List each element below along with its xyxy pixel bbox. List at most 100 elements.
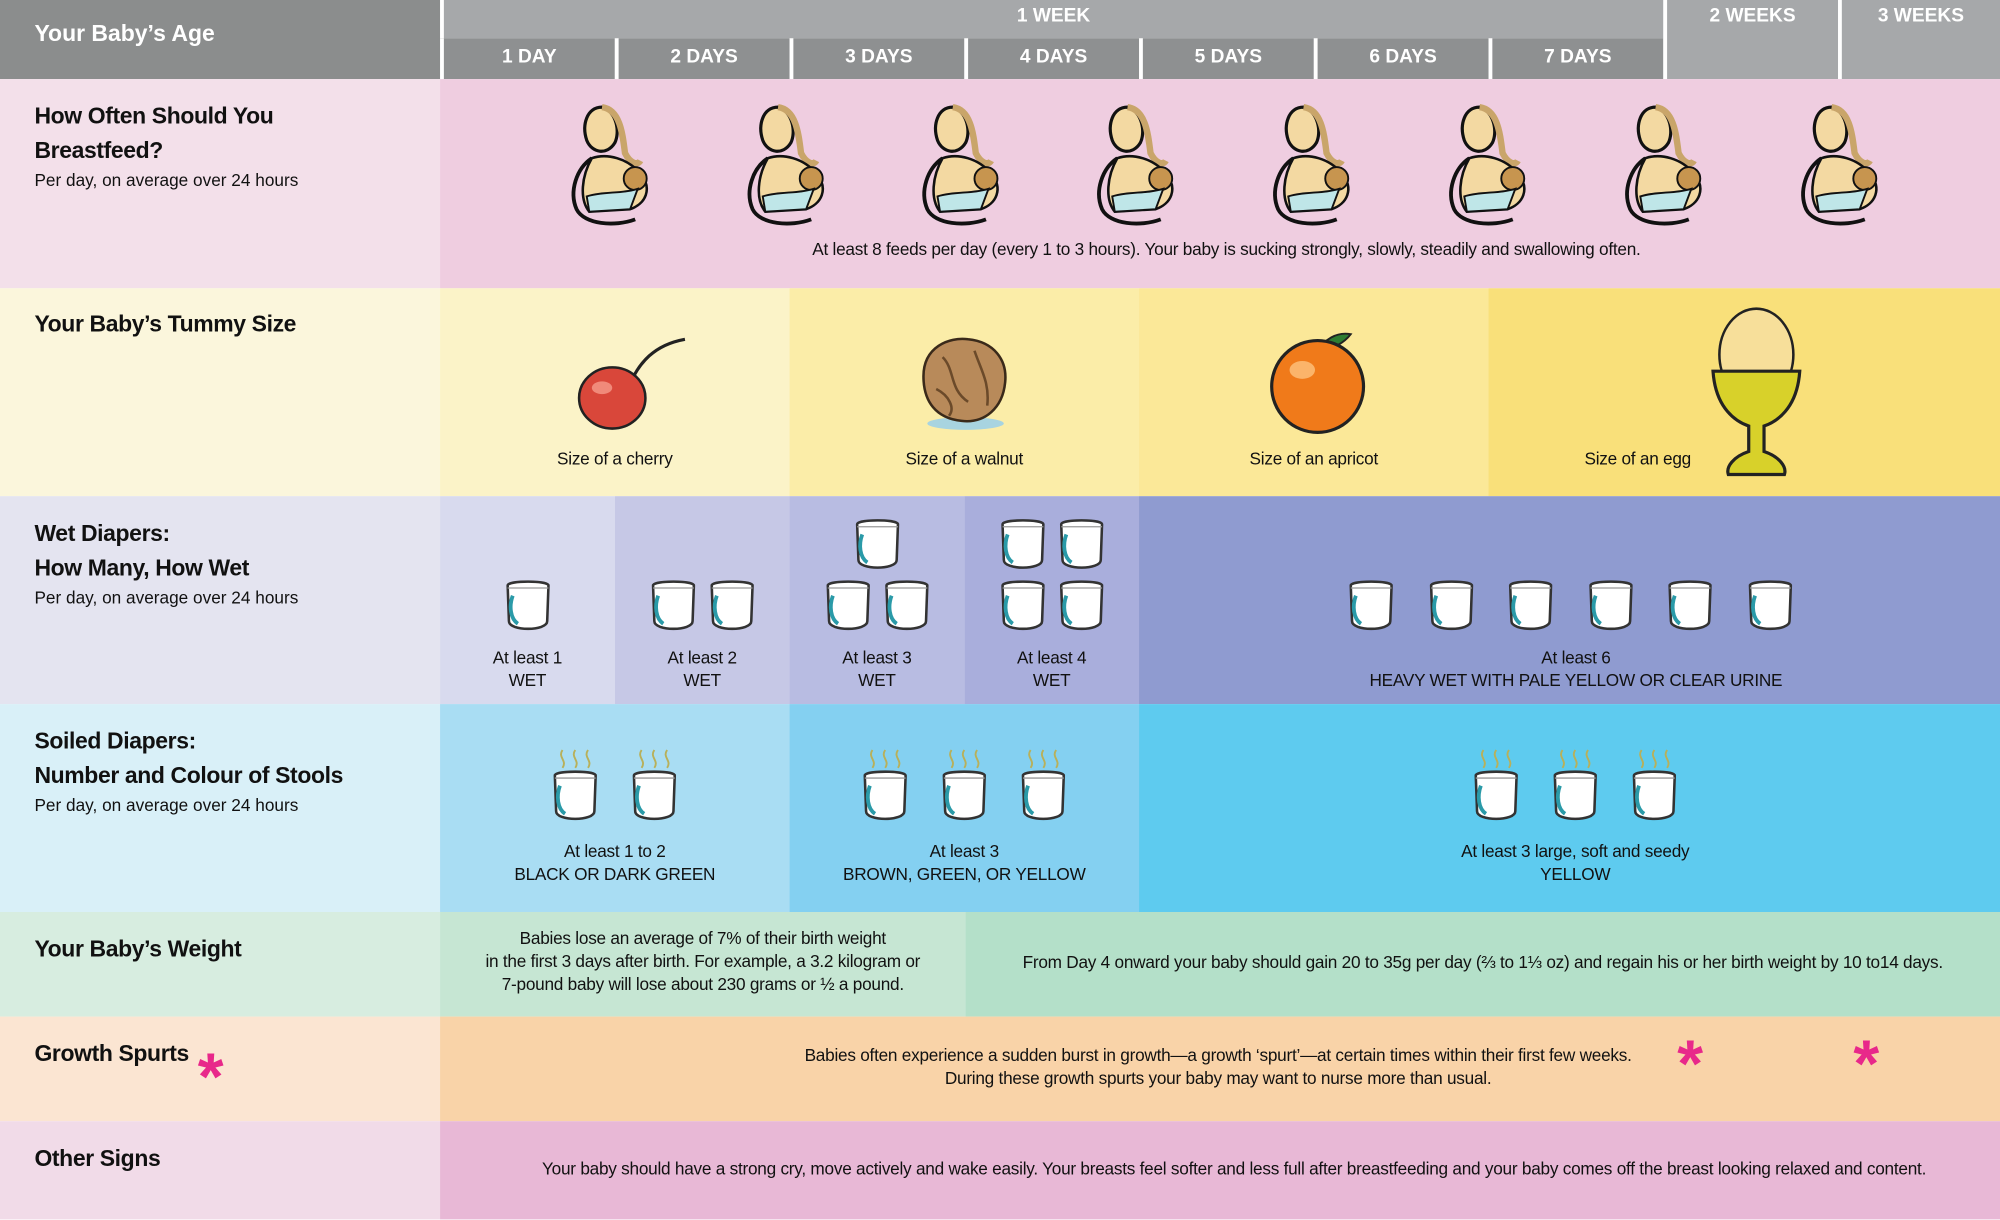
week3-header: 3 WEEKS bbox=[1838, 0, 2000, 80]
weight-title: Your Baby’s Weight bbox=[34, 936, 242, 962]
soiled-count-label: At least 3 large, soft and seedy bbox=[1461, 841, 1690, 861]
wet-row-label: Wet Diapers: How Many, How Wet Per day, … bbox=[0, 496, 441, 705]
growth-text: During these growth spurts your baby may… bbox=[944, 1068, 1492, 1089]
tummy-caption: Size of a cherry bbox=[557, 448, 673, 469]
tummy-walnut-cell: Size of a walnut bbox=[789, 288, 1140, 497]
asterisk-icon: * bbox=[1853, 1028, 1880, 1103]
wet-diaper-icon bbox=[1665, 575, 1716, 640]
tummy-caption: Size of a walnut bbox=[905, 448, 1024, 469]
breastfeed-row-content: At least 8 feeds per day (every 1 to 3 h… bbox=[440, 79, 2000, 289]
breastfeed-subtitle: Per day, on average over 24 hours bbox=[34, 170, 299, 191]
soiled-count-label: At least 1 to 2 bbox=[564, 841, 666, 861]
wet-subtitle: Per day, on average over 24 hours bbox=[34, 588, 299, 608]
soiled-title-2: Number and Colour of Stools bbox=[34, 762, 343, 789]
age-header-cell: Your Baby’s Age bbox=[0, 0, 441, 80]
weight-early-text: in the first 3 days after birth. For exa… bbox=[485, 951, 921, 971]
wet-description-label: WET bbox=[858, 670, 896, 691]
wet-diaper-icon bbox=[1585, 575, 1636, 640]
wet-diaper-icon bbox=[1744, 575, 1795, 640]
soiled-diaper-icon bbox=[629, 747, 680, 830]
growth-content: Babies often experience a sudden burst i… bbox=[440, 1016, 2000, 1122]
cherry-icon bbox=[577, 337, 686, 430]
weight-later-cell: From Day 4 onward your baby should gain … bbox=[965, 911, 2000, 1017]
wet-diaper-icon bbox=[502, 575, 553, 640]
wet-diaper-icon bbox=[647, 575, 698, 640]
growth-title: Growth Spurts bbox=[34, 1040, 189, 1067]
wet-diaper-icon bbox=[881, 575, 932, 640]
day-header: 3 DAYS bbox=[789, 38, 965, 80]
breastfeeding-mother-icon bbox=[1265, 102, 1367, 236]
breastfeeding-mother-icon bbox=[1793, 102, 1895, 236]
walnut-icon bbox=[922, 337, 1007, 430]
other-text: Your baby should have a strong cry, move… bbox=[542, 1159, 1927, 1179]
day-header: 1 DAY bbox=[440, 38, 615, 80]
day-header: 2 DAYS bbox=[614, 38, 790, 80]
wet-title: Wet Diapers: bbox=[34, 520, 170, 546]
tummy-title: Your Baby’s Tummy Size bbox=[34, 311, 297, 337]
day-header: 5 DAYS bbox=[1139, 38, 1314, 80]
soiled-diaper-icon bbox=[1018, 747, 1069, 830]
wet-count-label: At least 3 bbox=[842, 647, 912, 668]
age-label: Your Baby’s Age bbox=[34, 20, 215, 46]
egg-icon bbox=[1711, 307, 1802, 477]
wet-diaper-icon bbox=[1055, 575, 1106, 640]
wet-diaper-icon bbox=[1055, 514, 1106, 579]
weight-early-text: Babies lose an average of 7% of their bi… bbox=[519, 928, 887, 948]
breastfeed-caption: At least 8 feeds per day (every 1 to 3 h… bbox=[812, 239, 1641, 259]
week2-header: 2 WEEKS bbox=[1663, 0, 1839, 80]
asterisk-icon: * bbox=[1677, 1028, 1704, 1103]
breastfeeding-mother-icon bbox=[915, 102, 1017, 236]
wet-description-label: WET bbox=[1032, 670, 1071, 691]
breastfeeding-mother-icon bbox=[1441, 102, 1543, 236]
tummy-caption: Size of an apricot bbox=[1249, 448, 1379, 469]
wet-count-label: At least 1 bbox=[492, 647, 563, 668]
breastfeeding-mother-icon bbox=[1617, 102, 1719, 236]
growth-row-label: Growth Spurts * bbox=[0, 1016, 441, 1122]
soiled-diaper-icon bbox=[550, 747, 601, 830]
other-content: Your baby should have a strong cry, move… bbox=[440, 1121, 2000, 1220]
growth-text: Babies often experience a sudden burst i… bbox=[804, 1045, 1632, 1066]
soiled-row-label: Soiled Diapers: Number and Colour of Sto… bbox=[0, 704, 441, 912]
week1-label: 1 WEEK bbox=[1016, 5, 1091, 27]
wet-diaper-icon bbox=[822, 575, 873, 640]
wet-diaper-icon bbox=[997, 514, 1048, 579]
day-header: 7 DAYS bbox=[1488, 38, 1664, 80]
soiled-diaper-icon bbox=[860, 747, 911, 830]
wet-description-label: WET bbox=[683, 670, 721, 691]
apricot-icon bbox=[1270, 332, 1366, 434]
week2-label: 2 WEEKS bbox=[1709, 5, 1796, 27]
soiled-diaper-icon bbox=[939, 747, 990, 830]
other-row-label: Other Signs bbox=[0, 1121, 441, 1220]
asterisk-icon: * bbox=[197, 1040, 224, 1115]
wet-diaper-icon bbox=[706, 575, 757, 640]
soiled-diaper-icon bbox=[1629, 747, 1680, 830]
week3-label: 3 WEEKS bbox=[1877, 5, 1964, 27]
breastfeeding-mother-icon bbox=[1089, 102, 1191, 236]
day-header: 4 DAYS bbox=[964, 38, 1140, 80]
soiled-diaper-cell: At least 1 to 2 BLACK OR DARK GREEN bbox=[440, 704, 790, 912]
soiled-subtitle: Per day, on average over 24 hours bbox=[34, 795, 299, 816]
wet-description-label: HEAVY WET WITH PALE YELLOW OR CLEAR URIN… bbox=[1369, 670, 1783, 691]
breastfeed-row-label: How Often Should You Breastfeed? Per day… bbox=[0, 79, 441, 289]
breastfeeding-mother-icon bbox=[564, 102, 666, 236]
tummy-apricot-cell: Size of an apricot bbox=[1139, 288, 1489, 497]
wet-count-label: At least 6 bbox=[1541, 647, 1611, 668]
weight-early-text: 7-pound baby will lose about 230 grams o… bbox=[501, 974, 904, 994]
soiled-color-label: YELLOW bbox=[1540, 864, 1611, 884]
soiled-color-label: BROWN, GREEN, OR YELLOW bbox=[842, 864, 1086, 884]
soiled-color-label: BLACK OR DARK GREEN bbox=[514, 864, 716, 884]
wet-count-label: At least 2 bbox=[667, 647, 737, 668]
soiled-diaper-icon bbox=[1550, 747, 1601, 830]
wet-diaper-icon bbox=[1425, 575, 1476, 640]
breastfeed-title: How Often Should You Breastfeed? bbox=[34, 103, 274, 164]
wet-description-label: WET bbox=[508, 670, 547, 691]
wet-title-2: How Many, How Wet bbox=[34, 554, 250, 581]
